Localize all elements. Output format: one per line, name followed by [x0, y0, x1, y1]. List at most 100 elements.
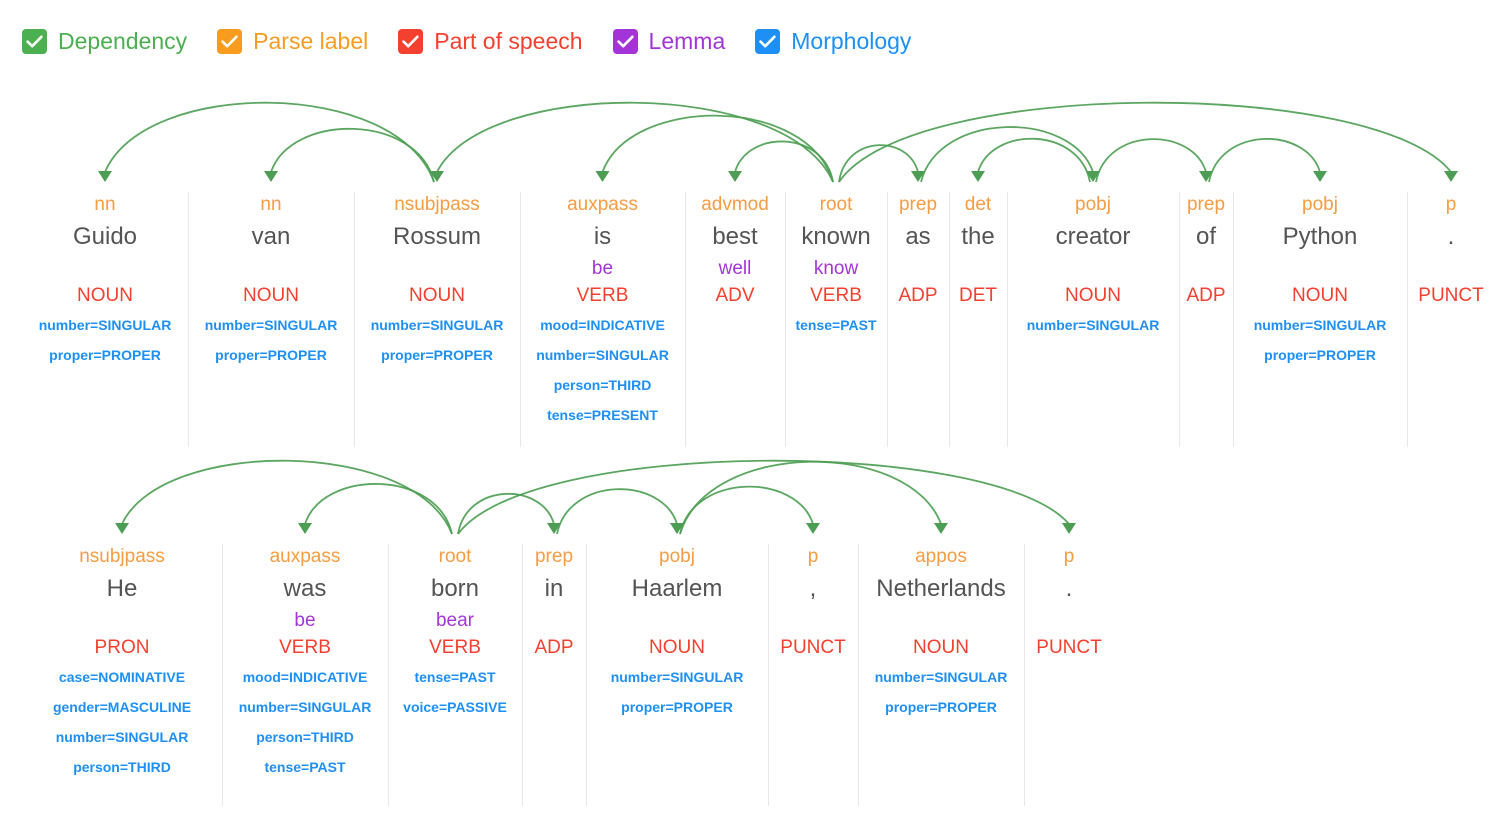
dependency-arc [304, 483, 453, 535]
dependency-arcs-sentence-2 [115, 459, 1076, 535]
part-of-speech-tag: VERB [279, 637, 331, 658]
dependency-arrowhead [1313, 171, 1327, 182]
dependency-arrowhead [806, 523, 820, 534]
dependency-arc [977, 137, 1091, 183]
morphology-feature: number=SINGULAR [204, 317, 338, 333]
part-of-speech-tag: VERB [429, 637, 481, 658]
token-word: as [905, 223, 931, 250]
dependency-arc [104, 101, 435, 183]
dependency-arc [1095, 138, 1207, 183]
token-word: Python [1282, 223, 1358, 250]
legend-toggle-morphology[interactable]: Morphology [755, 28, 911, 55]
parse-label: nn [94, 194, 116, 215]
morphology-feature: person=THIRD [73, 759, 171, 775]
token-word: . [1447, 223, 1455, 250]
token-word: Netherlands [876, 575, 1006, 602]
morphology-feature: number=SINGULAR [1253, 317, 1387, 333]
morphology-feature: person=THIRD [553, 377, 652, 393]
dependency-arrowhead [547, 523, 561, 534]
token-word: Haarlem [631, 575, 723, 602]
checkbox-part-of-speech[interactable] [398, 28, 424, 54]
dependency-arrowhead [430, 171, 444, 182]
token-divider [858, 544, 859, 806]
token-divider [522, 544, 523, 806]
token-word: Rossum [392, 223, 482, 250]
part-of-speech-tag: ADP [1186, 285, 1226, 306]
part-of-speech-tag: DET [959, 285, 997, 306]
dependency-arc [679, 485, 814, 535]
dependency-arrowhead [911, 171, 925, 182]
morphology-feature: tense=PAST [795, 317, 877, 333]
token-word: the [961, 223, 995, 250]
parse-label: pobj [1302, 194, 1338, 215]
token-divider [520, 192, 521, 447]
part-of-speech-tag: ADP [898, 285, 938, 306]
token-word: known [801, 223, 871, 250]
token-cell[interactable]: p, PUNCT [768, 544, 858, 806]
dependency-arrowhead [595, 171, 610, 182]
legend-toggle-part-of-speech[interactable]: Part of speech [398, 28, 583, 55]
token-word: best [712, 223, 758, 250]
token-divider [1024, 544, 1025, 806]
parse-label: nsubjpass [79, 546, 165, 567]
token-lemma: well [718, 258, 752, 279]
dependency-arc [556, 488, 678, 535]
dependency-arc [601, 114, 834, 183]
morphology-feature: proper=PROPER [381, 347, 493, 363]
part-of-speech-tag: NOUN [243, 285, 299, 306]
morphology-feature: proper=PROPER [49, 347, 161, 363]
part-of-speech-tag: NOUN [1065, 285, 1121, 306]
part-of-speech-tag: ADP [534, 637, 574, 658]
dependency-arc [436, 101, 834, 183]
legend-toggle-lemma[interactable]: Lemma [612, 28, 725, 55]
legend-toggle-parse-label[interactable]: Parse label [217, 28, 368, 55]
token-lemma: know [813, 258, 859, 279]
legend-toggle-dependency[interactable]: Dependency [22, 28, 187, 55]
checkbox-dependency[interactable] [22, 28, 47, 54]
dependency-arrowhead [971, 171, 985, 182]
token-word: . [1065, 575, 1073, 602]
checkbox-lemma[interactable] [612, 28, 638, 54]
dependency-arrowhead [1444, 171, 1458, 182]
checkbox-parse-label[interactable] [217, 28, 243, 54]
morphology-feature: proper=PROPER [621, 699, 733, 715]
dependency-arrowhead [115, 523, 129, 534]
parse-label: pobj [659, 546, 695, 567]
part-of-speech-tag: PUNCT [1418, 285, 1484, 306]
token-cell[interactable]: p. PUNCT [1407, 192, 1490, 447]
morphology-feature: tense=PAST [264, 759, 346, 775]
legend-label-parse-label: Parse label [253, 27, 369, 54]
part-of-speech-tag: PUNCT [1036, 637, 1102, 658]
token-cell[interactable]: p. PUNCT [1024, 544, 1114, 806]
token-divider [354, 192, 355, 447]
morphology-feature: case=NOMINATIVE [58, 669, 186, 685]
token-divider [1007, 192, 1008, 447]
parse-label: auxpass [567, 194, 638, 215]
token-word: of [1195, 223, 1216, 250]
checkbox-morphology[interactable] [755, 28, 781, 54]
morphology-feature: tense=PRESENT [547, 407, 658, 423]
morphology-feature: mood=INDICATIVE [242, 669, 368, 685]
morphology-feature: number=SINGULAR [610, 669, 744, 685]
token-word: Guido [72, 223, 138, 250]
token-word: was [283, 575, 327, 602]
parse-label: advmod [701, 194, 769, 215]
